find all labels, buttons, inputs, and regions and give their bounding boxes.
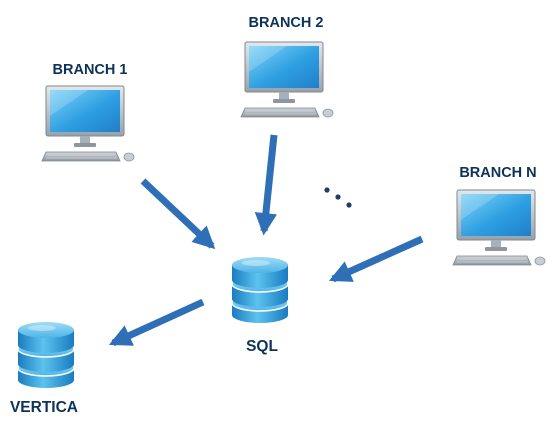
vertica-database-icon [17,321,75,389]
arrow-branch1-to-sql [140,178,216,250]
branch-1-computer-icon [41,85,135,162]
branch-2-computer-icon [240,41,334,118]
branch-n-computer-icon [452,189,546,266]
branch-2-label: BRANCH 2 [249,15,324,31]
branch-1-label: BRANCH 1 [53,62,128,78]
vertica-label: VERTICA [10,399,78,416]
arrow-branchn-to-sql [328,235,424,283]
sql-database-icon [231,256,289,324]
ellipsis-dots [324,187,352,208]
sql-label: SQL [246,338,278,355]
branch-n-label: BRANCH N [459,165,536,181]
arrow-sql-to-vertica [108,298,205,347]
arrow-branch2-to-sql [254,134,278,236]
